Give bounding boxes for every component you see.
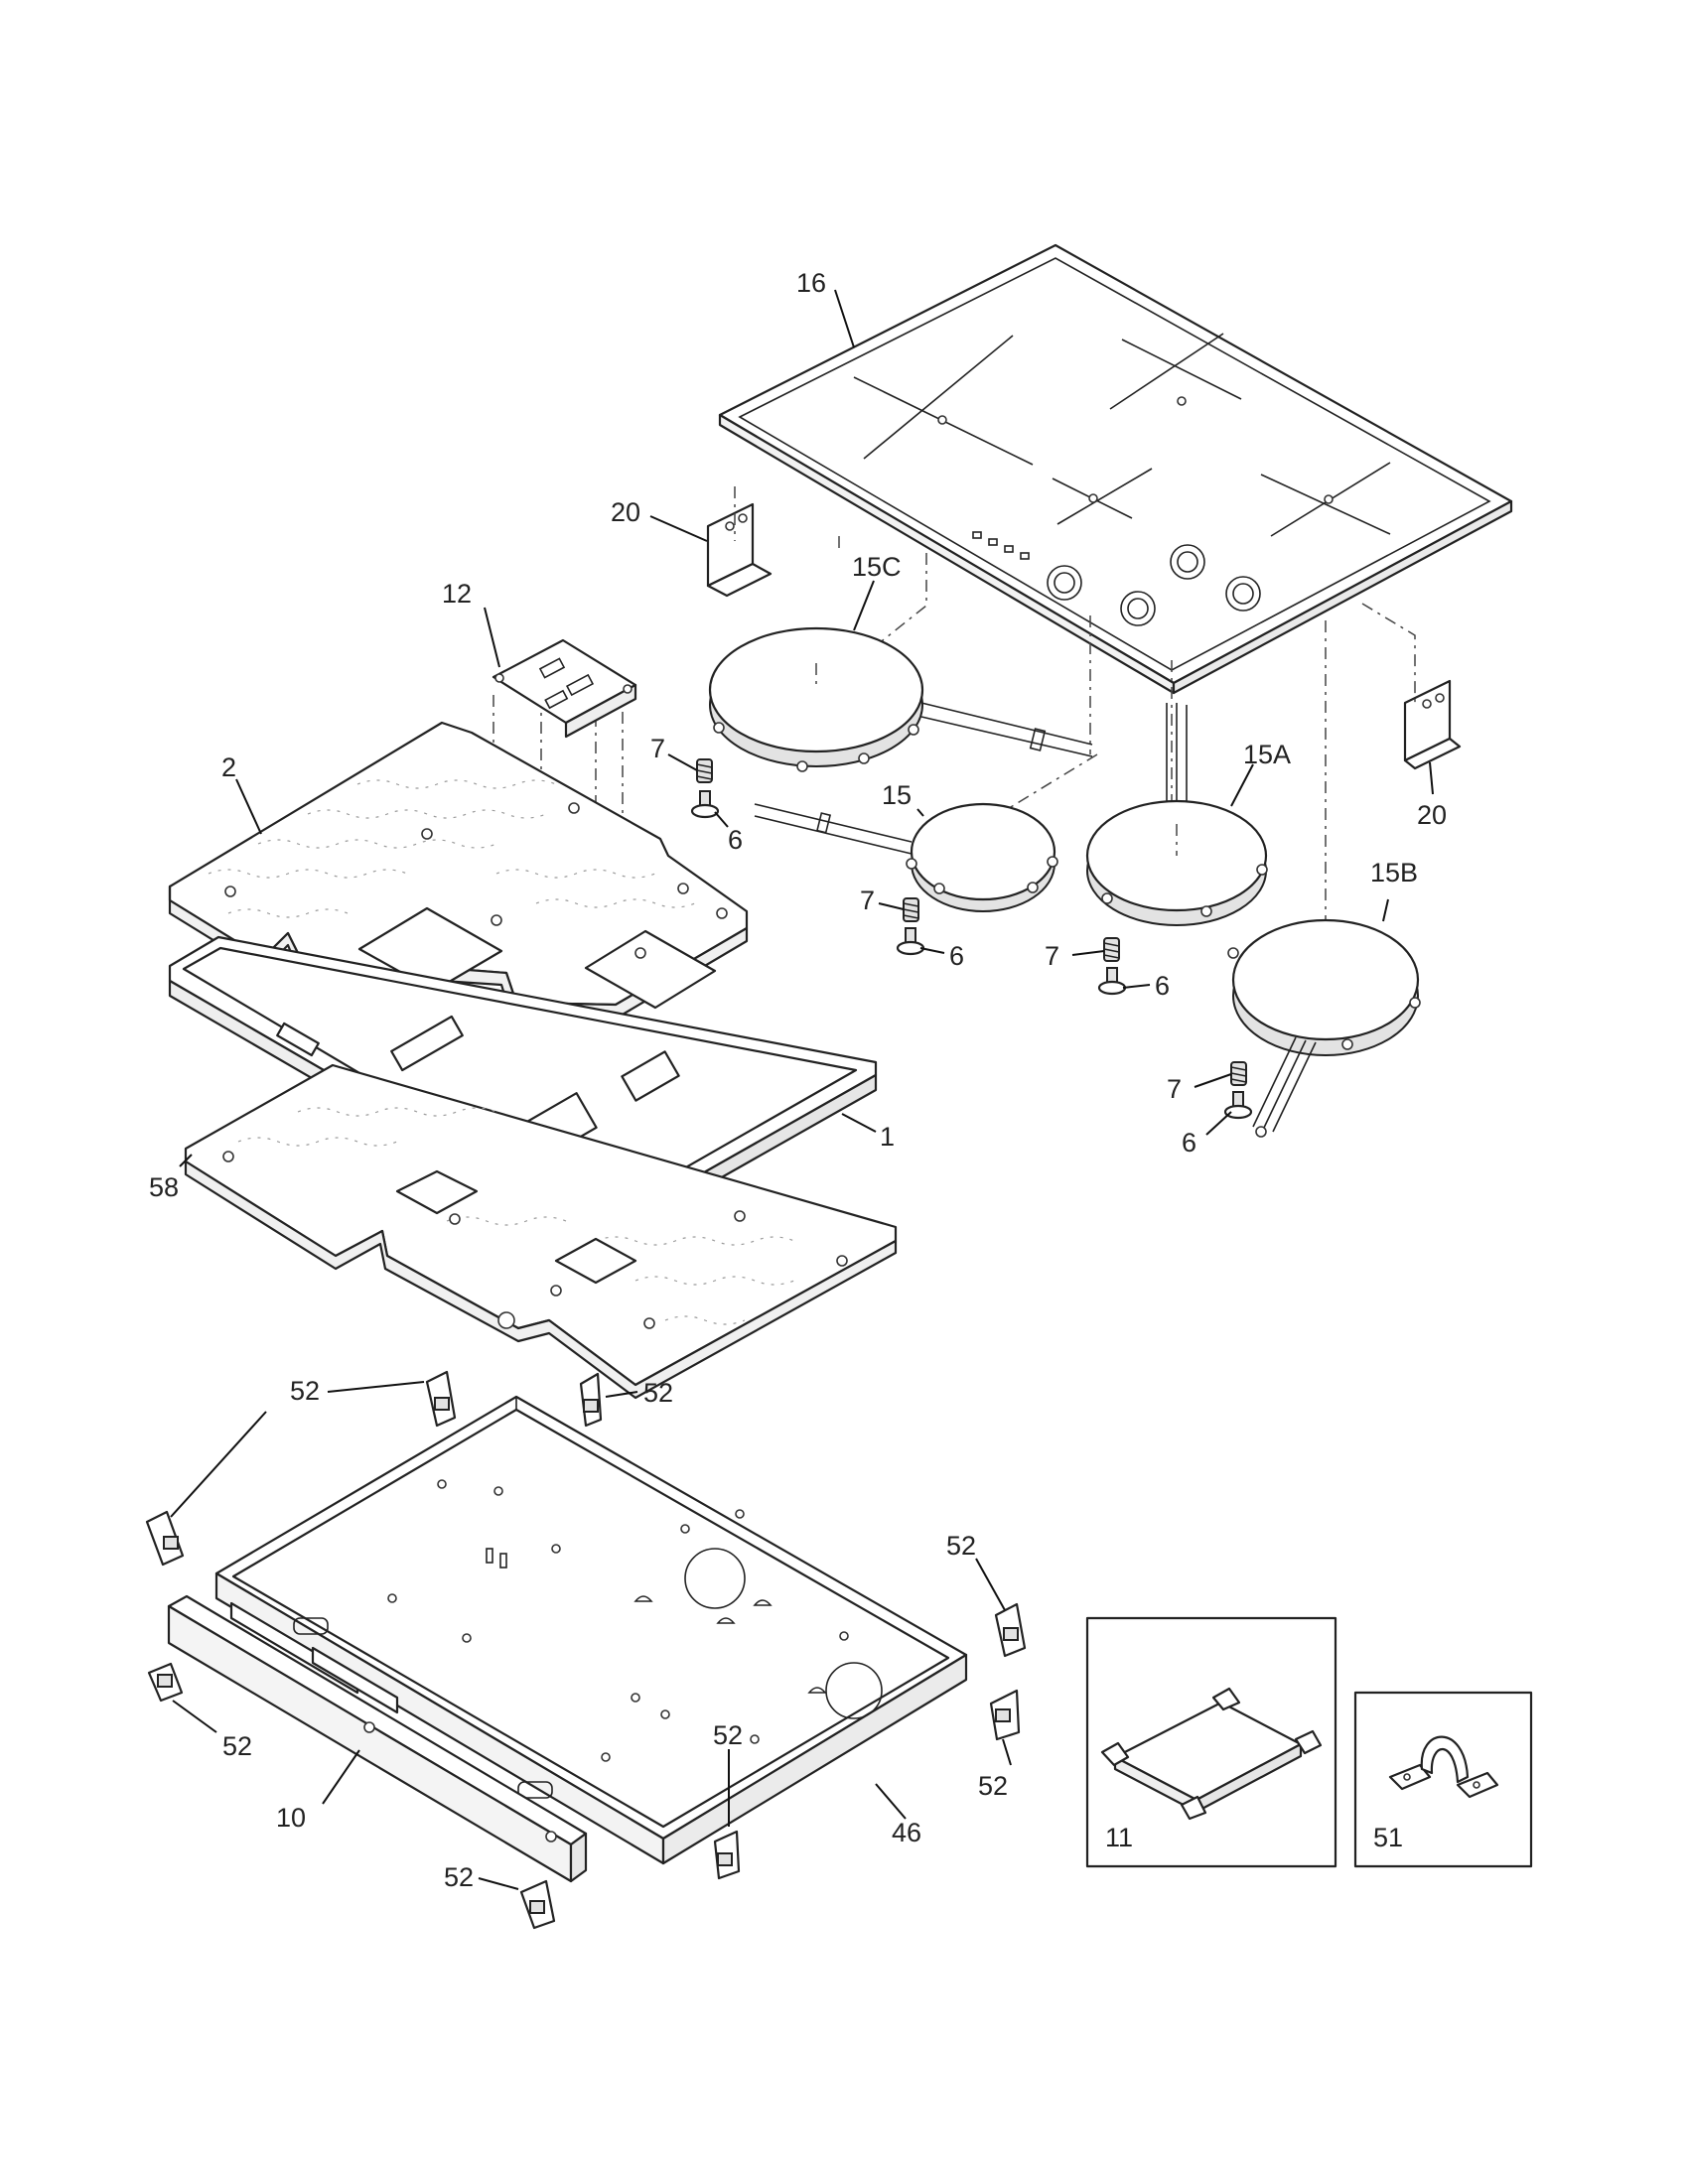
label-15a: 15A	[1243, 740, 1291, 769]
part-6-screw-a[interactable]	[690, 790, 729, 828]
part-12-mounting-plate[interactable]	[484, 607, 637, 739]
part-52-clip-2[interactable]	[579, 1372, 638, 1428]
label-7-b: 7	[860, 886, 875, 915]
label-7-d: 7	[1167, 1074, 1182, 1104]
part-52-clip-3[interactable]	[145, 1411, 267, 1567]
part-20-bracket-left[interactable]	[649, 502, 773, 598]
label-46: 46	[892, 1818, 921, 1847]
part-52-clip-5[interactable]	[147, 1662, 217, 1733]
part-46-base-chassis[interactable]	[214, 1395, 968, 1865]
label-6-a: 6	[728, 825, 743, 855]
label-1: 1	[880, 1122, 895, 1152]
label-10: 10	[276, 1803, 306, 1833]
part-51-inset-clamp[interactable]	[1353, 1691, 1533, 1868]
part-20-bracket-right[interactable]	[1403, 679, 1462, 795]
label-7-a: 7	[650, 734, 665, 763]
label-15: 15	[882, 780, 912, 810]
part-6-screw-b[interactable]	[896, 927, 945, 956]
label-52-b: 52	[643, 1378, 673, 1408]
label-52-f: 52	[978, 1771, 1008, 1801]
label-20-left: 20	[611, 497, 640, 527]
part-7-spring-d[interactable]	[1194, 1061, 1247, 1088]
label-52-c: 52	[946, 1531, 976, 1561]
part-labels: 16 20 12 15C 2 7 6 15 15A 20 7 6 15B 7 6…	[149, 268, 1447, 1892]
part-52-clip-6[interactable]	[989, 1689, 1021, 1766]
label-15b: 15B	[1370, 858, 1418, 887]
part-7-spring-c[interactable]	[1071, 937, 1120, 962]
label-52-g: 52	[444, 1862, 474, 1892]
label-52-a: 52	[290, 1376, 320, 1406]
part-11-inset-panel[interactable]	[1085, 1616, 1337, 1868]
part-52-clip-8[interactable]	[478, 1877, 556, 1930]
label-6-d: 6	[1182, 1128, 1196, 1158]
part-6-screw-d[interactable]	[1205, 1091, 1253, 1136]
part-16-cooktop-glass[interactable]	[718, 243, 1513, 695]
label-11: 11	[1105, 1823, 1133, 1852]
part-15-induction-element[interactable]	[754, 802, 1058, 912]
label-12: 12	[442, 579, 472, 609]
part-15c-induction-element[interactable]	[708, 580, 1093, 772]
part-58-insulation-bottom[interactable]	[179, 1063, 898, 1400]
label-2: 2	[221, 752, 236, 782]
part-52-clip-1[interactable]	[327, 1370, 457, 1428]
label-15c: 15C	[852, 552, 902, 582]
part-52-clip-4[interactable]	[975, 1558, 1027, 1658]
label-51: 51	[1373, 1823, 1403, 1852]
label-6-b: 6	[949, 941, 964, 971]
label-7-c: 7	[1045, 941, 1059, 971]
part-15a-induction-element[interactable]	[1085, 703, 1268, 926]
label-16: 16	[796, 268, 826, 298]
label-6-c: 6	[1155, 971, 1170, 1001]
label-20-right: 20	[1417, 800, 1447, 830]
part-7-spring-b[interactable]	[878, 897, 919, 922]
part-10-front-trim[interactable]	[167, 1594, 588, 1883]
part-6-screw-c[interactable]	[1097, 967, 1151, 996]
part-15b-induction-element[interactable]	[1227, 898, 1421, 1138]
label-58: 58	[149, 1172, 179, 1202]
part-7-spring-a[interactable]	[667, 753, 713, 783]
label-52-d: 52	[222, 1731, 252, 1761]
part-52-clip-7[interactable]	[713, 1749, 741, 1880]
label-52-e: 52	[713, 1720, 743, 1750]
